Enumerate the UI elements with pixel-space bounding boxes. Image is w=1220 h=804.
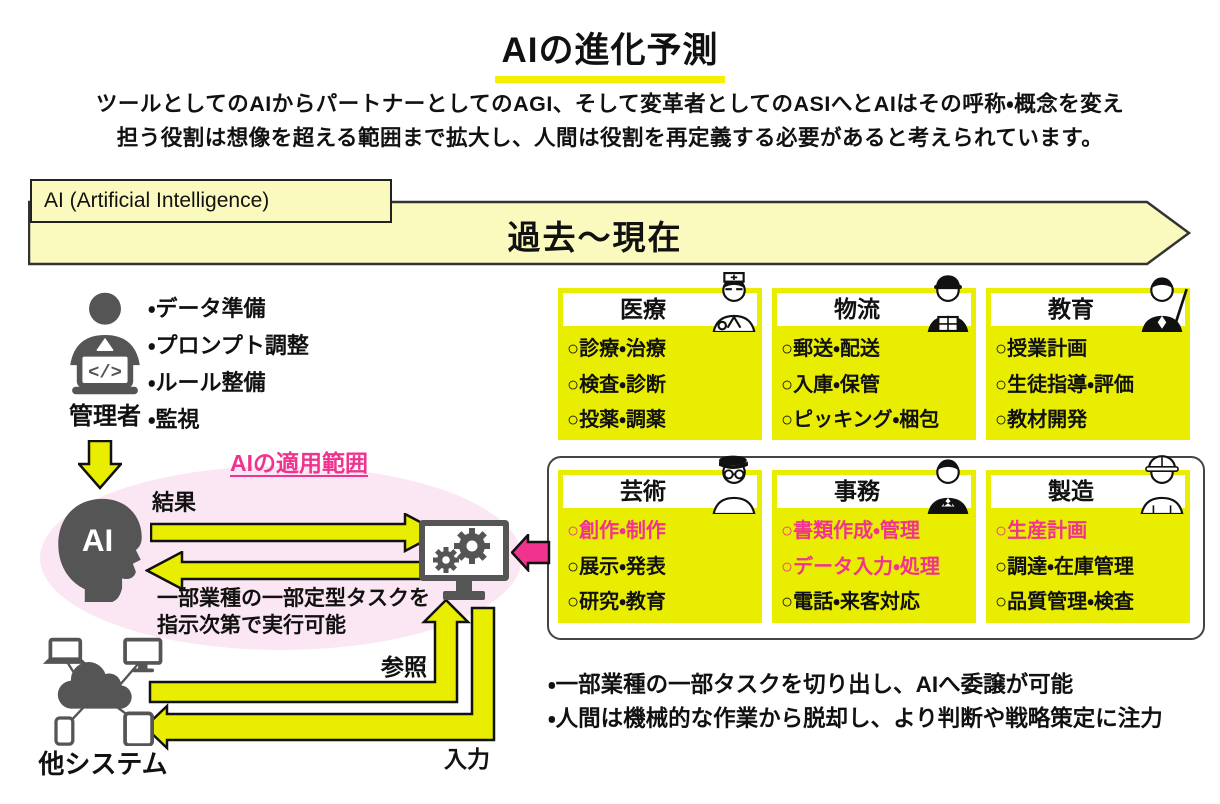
admin-task: ・データ準備 bbox=[148, 296, 266, 321]
category-item: ○電話・来客対応 bbox=[781, 591, 920, 613]
svg-text:</>: </> bbox=[88, 361, 122, 383]
category-item: ○調達・在庫管理 bbox=[995, 555, 1134, 578]
category-title: 製造 bbox=[1048, 478, 1094, 504]
footer-note-list: ・一部業種の一部タスクを切り出し、AIへ委譲が可能・人間は機械的な作業から脱却し… bbox=[548, 668, 1163, 736]
category-item: ○生産計画 bbox=[995, 520, 1088, 542]
office-worker-icon bbox=[922, 454, 974, 514]
category-title: 芸術 bbox=[620, 478, 666, 504]
admin-label: 管理者 bbox=[69, 403, 141, 430]
category-item: ○郵送・配送 bbox=[781, 338, 880, 360]
category-box-3: 教育 ○授業計画 ○生徒指導・評価 ○教材開発 bbox=[986, 277, 1190, 440]
computer-gears-icon bbox=[418, 519, 510, 603]
other-systems-label: 他システム bbox=[38, 749, 168, 779]
category-item-list: ○診療・治療 ○検査・診断 ○投薬・調薬 bbox=[567, 332, 760, 439]
category-header: 物流 bbox=[777, 293, 971, 326]
artist-icon bbox=[708, 454, 760, 514]
title-wrap: AIの進化予測 bbox=[0, 22, 1220, 83]
timeline-label: AI (Artificial Intelligence) bbox=[30, 179, 392, 223]
category-item: ○入庫・保管 bbox=[781, 373, 880, 396]
category-item: ○ピッキング・梱包 bbox=[781, 409, 940, 431]
category-title: 教育 bbox=[1048, 296, 1094, 322]
category-item: ○創作・制作 bbox=[567, 520, 666, 542]
category-box-1: 芸術 ○創作・制作 ○展示・発表 ○研究・教育 bbox=[558, 455, 762, 623]
admin-task-list: ・データ準備・プロンプト調整・ルール整備・監視 bbox=[148, 290, 309, 438]
category-item: ○教材開発 bbox=[995, 409, 1088, 431]
input-label: 入力 bbox=[444, 746, 490, 772]
ai-head-icon: AI bbox=[53, 494, 147, 602]
result-arrow-icon bbox=[150, 513, 442, 553]
category-box-2: 事務 ○書類作成・管理 ○データ入力・処理 ○電話・来客対応 bbox=[772, 459, 976, 623]
svg-text:AI: AI bbox=[82, 523, 113, 558]
category-box-2: 物流 ○郵送・配送 ○入庫・保管 ○ピッキング・梱包 bbox=[772, 275, 976, 440]
other-systems-icon bbox=[28, 634, 168, 747]
category-title: 物流 bbox=[834, 296, 880, 322]
doctor-icon bbox=[708, 272, 760, 332]
category-title: 医療 bbox=[620, 296, 666, 322]
subtitle-line-2: 担う役割は想像を超える範囲まで拡大し、人間は役割を再定義する必要があると考えられ… bbox=[116, 126, 1104, 150]
category-item: ○研究・教育 bbox=[567, 591, 666, 613]
category-title: 事務 bbox=[834, 478, 880, 504]
category-item-list: ○書類作成・管理 ○データ入力・処理 ○電話・来客対応 bbox=[781, 514, 974, 621]
category-box-1: 医療 ○診療・治療 ○検査・診断 ○投薬・調薬 bbox=[558, 272, 762, 440]
category-item: ○授業計画 bbox=[995, 338, 1088, 360]
category-item-list: ○郵送・配送 ○入庫・保管 ○ピッキング・梱包 bbox=[781, 332, 974, 439]
footer-note: ・一部業種の一部タスクを切り出し、AIへ委譲が可能 bbox=[548, 672, 1074, 697]
teacher-icon bbox=[1136, 272, 1188, 332]
category-item: ○投薬・調薬 bbox=[567, 409, 666, 431]
category-item-list: ○創作・制作 ○展示・発表 ○研究・教育 bbox=[567, 514, 760, 621]
footer-note: ・人間は機械的な作業から脱却し、より判断や戦略策定に注力 bbox=[548, 706, 1163, 731]
reference-label: 参照 bbox=[381, 654, 427, 680]
admin-task: ・ルール整備 bbox=[148, 370, 266, 395]
category-item: ○生徒指導・評価 bbox=[995, 373, 1134, 396]
category-item: ○品質管理・検査 bbox=[995, 591, 1134, 613]
category-item: ○展示・発表 bbox=[567, 555, 666, 578]
admin-laptop-icon: </> bbox=[58, 288, 152, 398]
factory-worker-icon bbox=[1136, 454, 1188, 514]
category-item: ○診療・治療 bbox=[567, 338, 666, 360]
category-item: ○データ入力・処理 bbox=[781, 555, 940, 578]
scope-note-line-1: 一部業種の一部定型タスクを bbox=[157, 587, 430, 610]
category-item: ○書類作成・管理 bbox=[781, 520, 920, 542]
pink-left-arrow-icon bbox=[511, 534, 551, 572]
admin-task: ・監視 bbox=[148, 407, 200, 432]
input-arrow-icon bbox=[143, 606, 496, 751]
down-arrow-icon bbox=[78, 440, 122, 490]
category-header: 医療 bbox=[563, 293, 757, 326]
page-title: AIの進化予測 bbox=[495, 22, 725, 83]
category-item-list: ○生産計画 ○調達・在庫管理 ○品質管理・検査 bbox=[995, 514, 1188, 621]
subtitle-line-1: ツールとしてのAIからパートナーとしてのAGI、そして変革者としてのASIへとA… bbox=[95, 92, 1125, 116]
return-arrow-icon bbox=[145, 551, 439, 591]
category-item: ○検査・診断 bbox=[567, 373, 666, 396]
scope-note-line-2: 指示次第で実行可能 bbox=[157, 614, 346, 637]
delivery-worker-icon bbox=[922, 272, 974, 332]
category-box-3: 製造 ○生産計画 ○調達・在庫管理 ○品質管理・検査 bbox=[986, 455, 1190, 623]
category-header: 芸術 bbox=[563, 475, 757, 508]
admin-task: ・プロンプト調整 bbox=[148, 333, 309, 358]
timeline-period: 過去〜現在 bbox=[507, 219, 683, 256]
ai-scope-label: AIの適用範囲 bbox=[230, 450, 368, 476]
reference-arrow-icon bbox=[148, 598, 472, 704]
category-item-list: ○授業計画 ○生徒指導・評価 ○教材開発 bbox=[995, 332, 1188, 439]
result-label: 結果 bbox=[152, 490, 197, 515]
